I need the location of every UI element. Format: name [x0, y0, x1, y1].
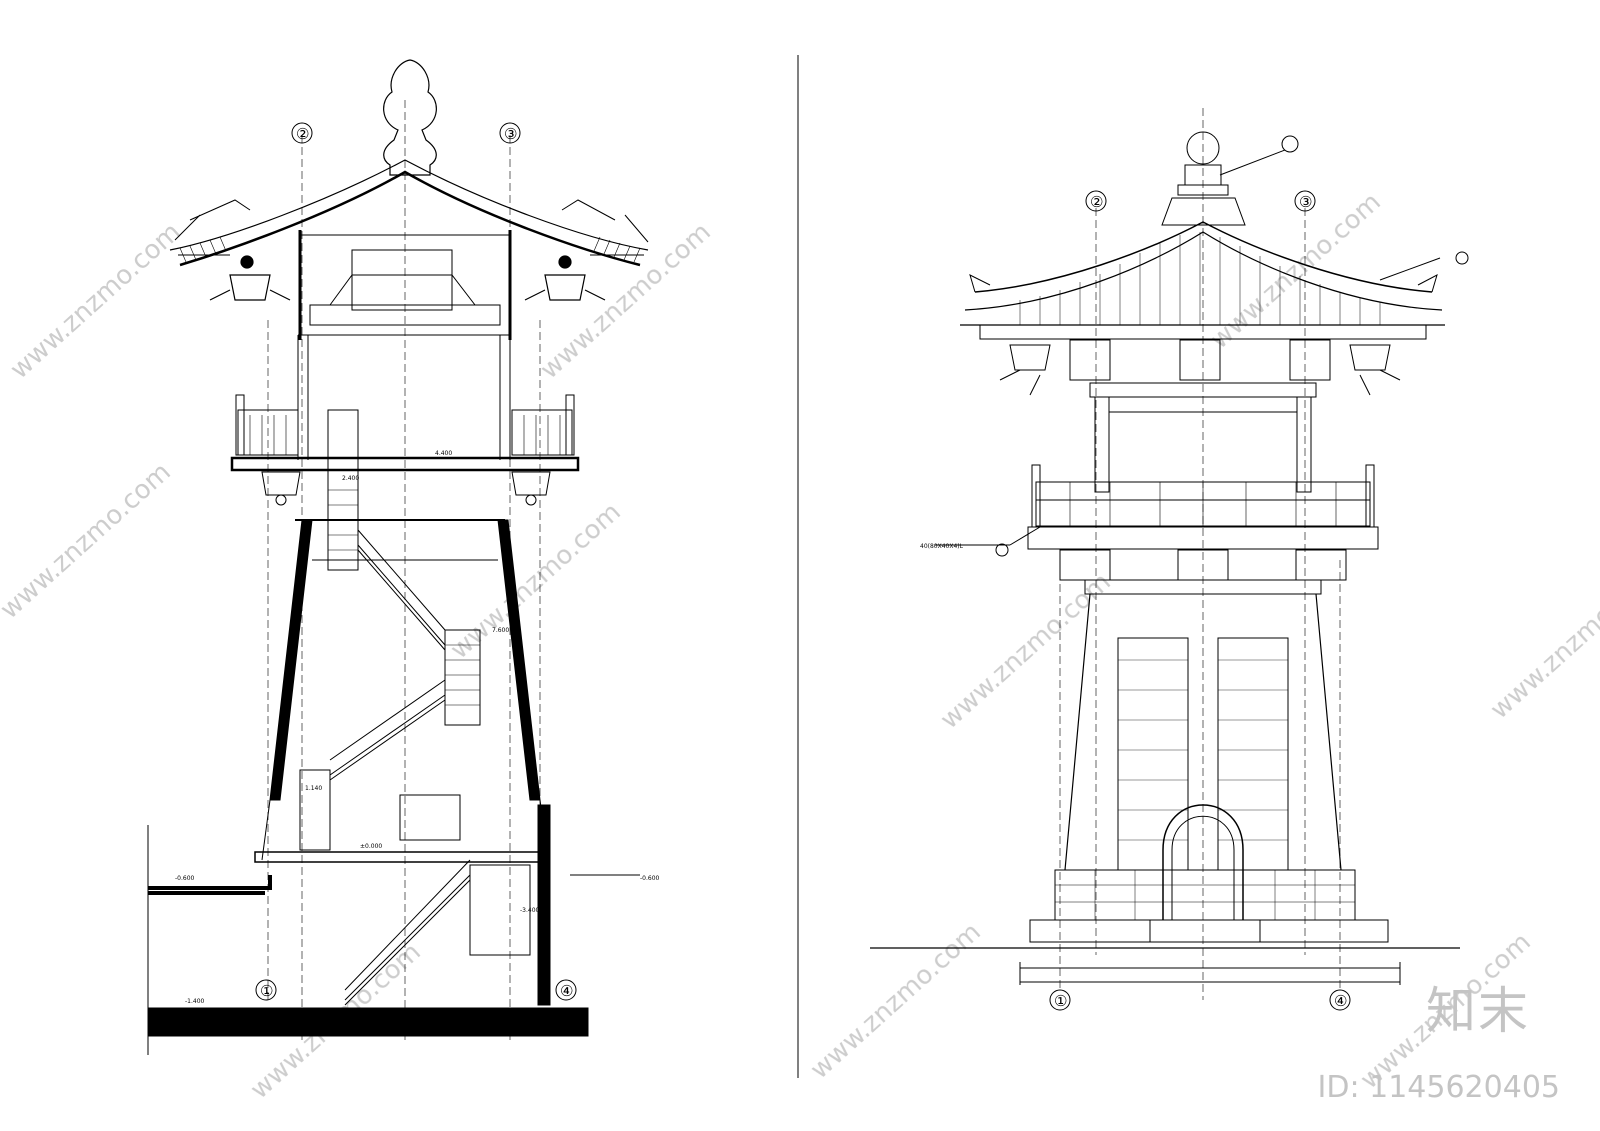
grid-label-2: ② — [1090, 193, 1103, 211]
elevation-view — [870, 108, 1469, 1011]
callout-label: 40(80X40X4)L — [920, 543, 964, 550]
grid-label-4: ④ — [1334, 992, 1347, 1010]
level-mark: -0.600 — [640, 875, 660, 882]
grid-label-2: ② — [296, 125, 309, 143]
level-mark: ±0.000 — [360, 843, 382, 850]
grid-label-3: ③ — [504, 125, 517, 143]
level-mark: 2.400 — [342, 475, 359, 482]
level-mark: -1.400 — [185, 998, 205, 1005]
section-view — [147, 59, 649, 1055]
level-mark: 1.140 — [305, 785, 322, 792]
level-mark: -3.400 — [520, 907, 540, 914]
watermark-id: ID: 1145620405 — [1317, 1070, 1560, 1105]
level-mark: 7.600 — [492, 627, 509, 634]
level-mark: -0.600 — [175, 875, 195, 882]
grid-label-4: ④ — [560, 982, 573, 1000]
grid-label-3: ③ — [1299, 193, 1312, 211]
grid-label-1: ① — [1054, 992, 1067, 1010]
level-mark: 4.400 — [435, 450, 452, 457]
watermark-brand: 知末 — [1426, 982, 1530, 1040]
grid-label-1: ① — [260, 982, 273, 1000]
